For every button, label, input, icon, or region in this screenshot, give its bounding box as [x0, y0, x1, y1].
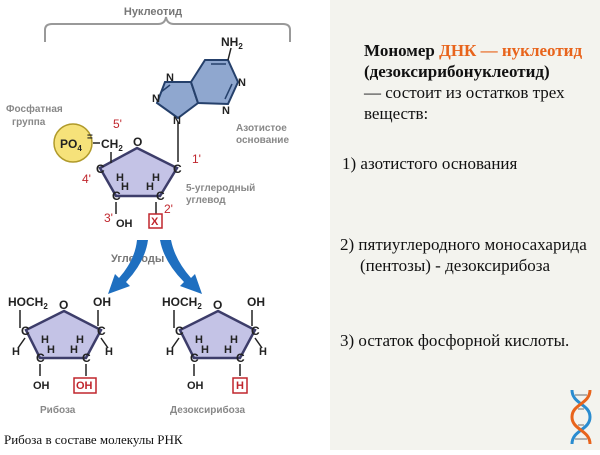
- svg-text:H: H: [224, 344, 232, 356]
- base-n-top: N: [166, 72, 174, 84]
- svg-text:H: H: [195, 334, 203, 346]
- ribose-oh-top: OH: [93, 295, 111, 309]
- nucleotide-label: Нуклеотид: [124, 6, 182, 18]
- svg-text:H: H: [201, 344, 209, 356]
- oh-c3: OH: [116, 218, 133, 230]
- ring-c2: C: [156, 189, 165, 203]
- ribose-structure: HOCH2 OH O C C C C H H H H H H OH OH Риб…: [8, 295, 113, 416]
- deoxyribose-structure: HOCH2 OH O C C C C H H H H H H OH H Дезо…: [162, 295, 267, 416]
- info-panel: Мономер ДНК — нуклеотид (дезоксирибонукл…: [330, 0, 600, 450]
- h-c3: H: [121, 181, 129, 193]
- ring-c4: C: [96, 162, 105, 176]
- phosphate-label-1: Фосфатная: [6, 103, 63, 115]
- ribose-oh-c2: OH: [76, 380, 93, 392]
- base-n9: N: [173, 115, 181, 127]
- nucleotide-bracket: [44, 16, 291, 42]
- deoxyribose-label: Дезоксирибоза: [170, 404, 245, 416]
- sugar-label-1: 5-углеродный: [186, 183, 255, 194]
- svg-text:H: H: [166, 346, 174, 358]
- deoxy-c4: C: [175, 324, 184, 338]
- ribose-oh-c3: OH: [33, 380, 50, 392]
- ribose-o: O: [59, 298, 68, 312]
- base-n3: N: [222, 105, 230, 117]
- ribose-c1: C: [97, 324, 106, 338]
- svg-text:H: H: [41, 334, 49, 346]
- svg-text:H: H: [105, 346, 113, 358]
- sugar-label-2: углевод: [186, 195, 226, 206]
- title-bold: Мономер: [364, 41, 440, 60]
- nucleotide-diagram: Нуклеотид Фосфатная группа PO4 = CH2 5' …: [6, 6, 291, 416]
- title-paren: (дезоксирибонуклеотид): [364, 62, 550, 81]
- position-4: 4': [82, 172, 91, 186]
- ribose-c3: C: [36, 351, 45, 365]
- info-item-2: 2) пятиуглеродного моносахарида (пентозы…: [340, 235, 587, 275]
- phosphate-circle: [53, 123, 93, 163]
- position-2: 2': [164, 202, 173, 216]
- svg-text:H: H: [70, 344, 78, 356]
- h-c2: H: [146, 181, 154, 193]
- phosphate-charge: =: [87, 132, 93, 143]
- deoxy-c3: C: [190, 351, 199, 365]
- phosphate-label-2: группа: [12, 117, 46, 128]
- title-rest: — состоит из остатков трех веществ:: [364, 83, 565, 123]
- arrow-left: [108, 240, 148, 294]
- deoxy-c2: C: [236, 351, 245, 365]
- base-n7: N: [152, 93, 160, 105]
- ribose-c2: C: [82, 351, 91, 365]
- svg-text:H: H: [47, 344, 55, 356]
- title-orange: ДНК — нуклеотид: [439, 41, 583, 60]
- base-label-2: основание: [236, 135, 289, 146]
- svg-text:H: H: [259, 346, 267, 358]
- x-mark: X: [151, 216, 159, 228]
- deoxy-o: O: [213, 298, 222, 312]
- ch2-group: CH2: [101, 137, 123, 153]
- svg-text:H: H: [230, 334, 238, 346]
- ribose-label: Рибоза: [40, 404, 76, 416]
- ribose-hoch2: HOCH2: [8, 295, 48, 311]
- deoxy-oh-top: OH: [247, 295, 265, 309]
- nh2-group: NH2: [221, 35, 243, 51]
- sugar-ring: [98, 146, 179, 198]
- deoxy-oh-c3: OH: [187, 380, 204, 392]
- caption: Рибоза в составе молекулы РНК: [4, 432, 183, 447]
- dna-icon: [570, 389, 592, 445]
- deoxy-c1: C: [251, 324, 260, 338]
- svg-text:H: H: [76, 334, 84, 346]
- adenine-base: [155, 47, 240, 120]
- deoxy-hoch2: HOCH2: [162, 295, 202, 311]
- h-c4: H: [116, 172, 124, 184]
- base-label-1: Азотистое: [236, 123, 287, 134]
- ring-c3: C: [112, 189, 121, 203]
- ribose-c4: C: [21, 324, 30, 338]
- svg-text:H: H: [12, 346, 20, 358]
- ring-c1: C: [173, 162, 182, 176]
- diagram-panel: Нуклеотид Фосфатная группа PO4 = CH2 5' …: [4, 6, 291, 447]
- base-n1: N: [238, 77, 246, 89]
- info-item-3: 3) остаток фосфорной кислоты.: [340, 331, 570, 350]
- phosphate-formula: PO4: [60, 137, 82, 153]
- arrow-right: [160, 240, 202, 294]
- ring-oxygen: O: [133, 135, 142, 149]
- position-1: 1': [192, 152, 201, 166]
- position-3: 3': [104, 211, 113, 225]
- deoxy-h-c2: H: [236, 380, 244, 392]
- position-5: 5': [113, 117, 122, 131]
- info-item-1: 1) азотистого основания: [342, 154, 518, 173]
- x-box: [148, 213, 163, 229]
- h-c1: H: [152, 172, 160, 184]
- info-title: Мономер ДНК — нуклеотид (дезоксирибонукл…: [364, 40, 589, 124]
